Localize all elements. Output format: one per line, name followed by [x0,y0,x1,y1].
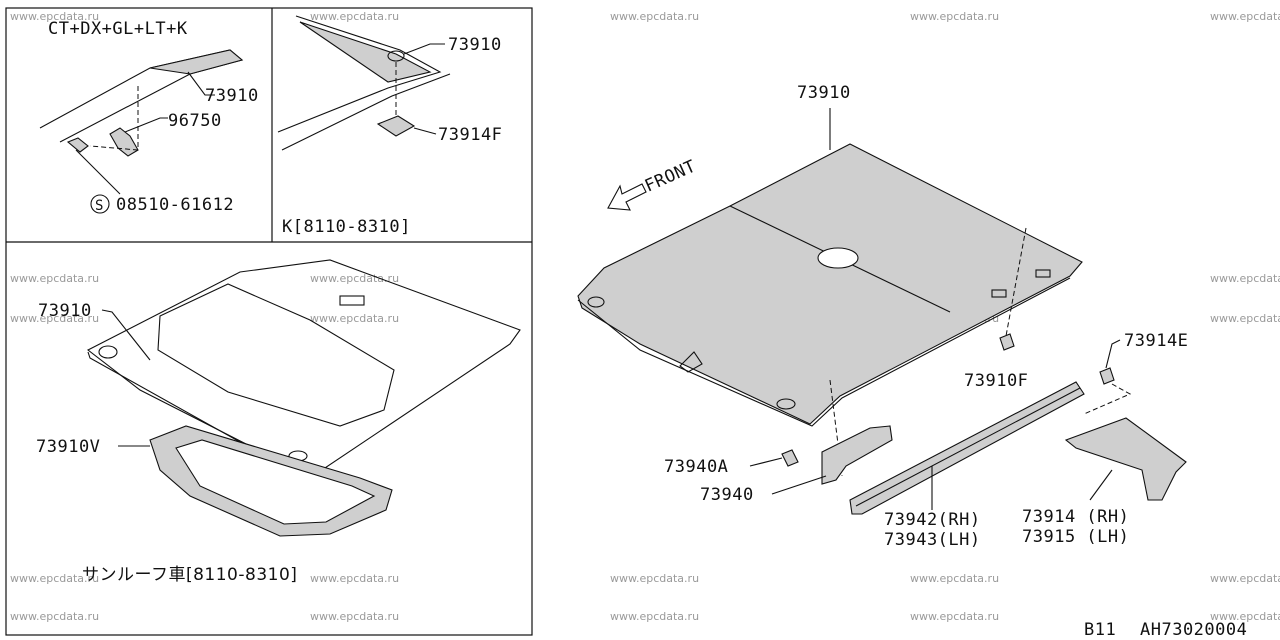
sunroof-headliner-outline [86,259,521,479]
footer-model-code: B11 [1084,620,1116,640]
screw-73940a [781,449,799,467]
side-rail-edge [855,387,1081,507]
watermark-text: www.epcdata.ru [1210,272,1280,285]
label-73910-bottomleft: 73910 [38,301,92,321]
watermark-text: www.epcdata.ru [1210,572,1280,585]
label-73910-main: 73910 [797,83,851,103]
watermark-text: www.epcdata.ru [910,610,999,623]
rear-slot-2 [1035,269,1051,278]
label-73940a: 73940A [664,457,728,477]
screw-part [66,137,89,153]
watermark-text: www.epcdata.ru [610,10,699,23]
front-arrow-icon [607,183,647,211]
headliner-73910 [577,143,1083,425]
dash-line-73914e [1083,383,1132,415]
headliner-lower-edge [281,73,451,151]
label-73943: 73943(LH) [884,530,981,550]
mount-hole [387,50,405,62]
leader-73910-c [101,309,151,361]
watermark-text: www.epcdata.ru [1210,312,1280,325]
panel-main: FRONT 73910 73910F 73914E 73940A 73940 [577,83,1188,550]
screw-symbol-letter: S [95,198,103,214]
visor-slot [339,295,365,306]
leader-73910-a [187,71,215,96]
footer: B11 AH73020004 [1084,620,1247,640]
visor-clip-slot [679,351,703,373]
assist-grip-73940 [821,425,893,485]
headliner-hole-front [776,398,796,410]
watermark-text: www.epcdata.ru [610,572,699,585]
assist-grip-clip [109,127,139,157]
watermark-text: www.epcdata.ru [10,312,99,325]
panel-top-middle: 73910 73914F K[8110-8310] [277,15,502,237]
label-73910v: 73910V [36,437,100,457]
rear-garnish-73914-73915 [1064,417,1187,501]
front-direction-label: FRONT [642,156,699,196]
headliner-rear-edge [277,15,442,133]
sunroof-opening [157,283,395,427]
panel-bottom-left: 73910 73910V サンルーフ車[8110-8310] [36,259,521,585]
label-96750: 96750 [168,111,222,131]
watermark-text: www.epcdata.ru [310,572,399,585]
label-73942: 73942(RH) [884,510,981,530]
label-73940: 73940 [700,485,754,505]
leader-screw [75,149,121,195]
caption-k-range: K[8110-8310] [282,217,411,237]
watermark-text: www.epcdata.ru [10,272,99,285]
leader-73910-b [403,43,445,55]
caption-sunroof-range: サンルーフ車[8110-8310] [82,565,297,585]
clip-73910f [999,333,1015,351]
watermark-text: www.epcdata.ru [1210,610,1280,623]
headliner-section [299,21,432,83]
watermark-text: www.epcdata.ru [310,610,399,623]
watermark-text: www.epcdata.ru [10,10,99,23]
leader-73914e [1105,339,1121,369]
headliner-lower-lip [577,277,1071,427]
watermark-text: www.epcdata.ru [310,272,399,285]
headliner-corner [149,49,244,75]
watermark-text: www.epcdata.ru [610,610,699,623]
leader-73914 [1089,469,1113,501]
label-73914: 73914 (RH) [1022,507,1129,527]
label-73915: 73915 (LH) [1022,527,1129,547]
leader-96750 [124,117,168,133]
left-outer-frame [5,7,533,636]
headliner-front-lip [87,351,309,481]
label-73910-topleft: 73910 [205,86,259,106]
panel-top-left: CT+DX+GL+LT+K 73910 96750 S 08510-61612 [39,19,259,215]
rear-slot-1 [991,289,1007,298]
panel-frames [5,7,533,636]
dash-line-73910f [1005,227,1027,337]
front-left-hole [98,345,118,359]
label-73910-topmid: 73910 [448,35,502,55]
clip-73914e [1099,367,1115,385]
screw-symbol-circle [90,194,110,214]
watermark-text: www.epcdata.ru [310,312,399,325]
leader-73914f [413,127,437,135]
headliner-hole-left [587,296,605,308]
panel-header-grade: CT+DX+GL+LT+K [48,19,188,39]
dome-lamp-hole [817,247,859,269]
watermark-text: www.epcdata.ru [910,572,999,585]
leader-73940 [771,475,827,495]
watermark-text: www.epcdata.ru [1210,10,1280,23]
leader-73940a [749,457,783,467]
watermark-text: www.epcdata.ru [10,572,99,585]
sunroof-trim-inner [175,439,376,525]
watermark-text: www.epcdata.ru [10,610,99,623]
label-73914e: 73914E [1124,331,1188,351]
footer-diagram-code: AH73020004 [1140,620,1247,640]
dash-line-clip [89,86,139,151]
label-73910f: 73910F [964,371,1028,391]
bracket-73914f [376,115,416,137]
watermark-text: www.epcdata.ru [910,10,999,23]
label-73914f: 73914F [438,125,502,145]
watermark-text: www.epcdata.ru [310,10,399,23]
label-08510-61612: 08510-61612 [116,195,234,215]
